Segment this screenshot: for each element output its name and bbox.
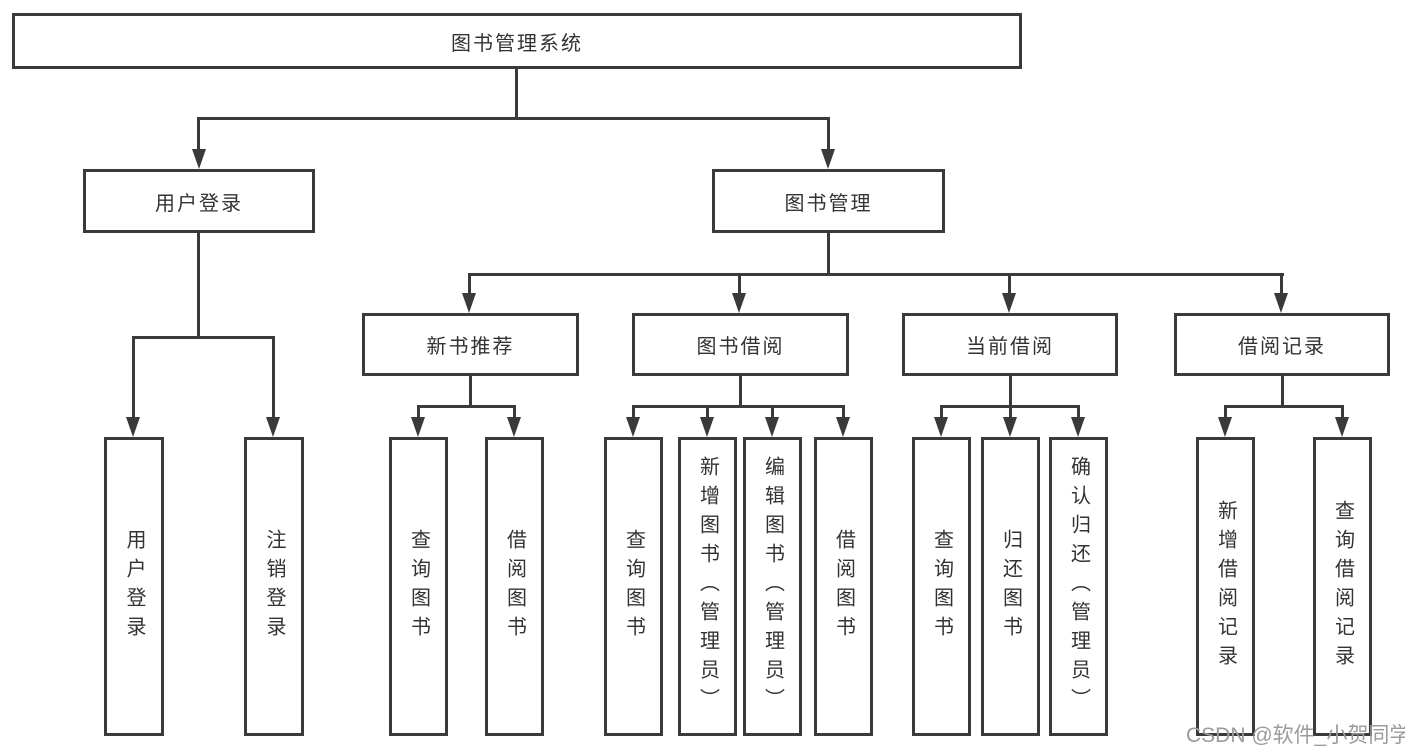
connector-line	[1341, 405, 1344, 417]
connector-line	[1077, 405, 1080, 417]
arrow-down-icon	[1274, 293, 1288, 313]
node-current-borrow-label: 当前借阅	[966, 336, 1054, 358]
connector-line	[468, 273, 1284, 276]
leaf-query-books-current-label: 查询图书	[930, 528, 953, 645]
connector-line	[632, 405, 845, 408]
leaf-confirm-return-admin: 确认归还（管理员）	[1049, 437, 1108, 736]
arrow-down-icon	[732, 293, 746, 313]
connector-line	[417, 405, 420, 417]
leaf-edit-book-admin: 编辑图书（管理员）	[743, 437, 802, 736]
leaf-query-borrow-record: 查询借阅记录	[1313, 437, 1372, 736]
leaf-return-books-label: 归还图书	[999, 528, 1022, 645]
connector-line	[706, 405, 709, 417]
arrow-down-icon	[266, 417, 280, 437]
connector-line	[469, 376, 472, 405]
connector-line	[468, 273, 471, 293]
connector-line	[1224, 405, 1227, 417]
arrow-down-icon	[626, 417, 640, 437]
connector-line	[197, 233, 200, 336]
connector-line	[739, 376, 742, 405]
leaf-user-login: 用户登录	[104, 437, 164, 736]
connector-line	[417, 405, 516, 408]
arrow-down-icon	[1218, 417, 1232, 437]
leaf-borrow-books-borrow-label: 借阅图书	[832, 528, 855, 645]
leaf-query-books-current: 查询图书	[912, 437, 971, 736]
arrow-down-icon	[1002, 293, 1016, 313]
leaf-add-book-admin: 新增图书（管理员）	[678, 437, 737, 736]
node-new-book-recommend: 新书推荐	[362, 313, 579, 376]
connector-line	[842, 405, 845, 417]
arrow-down-icon	[411, 417, 425, 437]
leaf-confirm-return-admin-label: 确认归还（管理员）	[1067, 456, 1090, 717]
node-root-label: 图书管理系统	[451, 32, 583, 55]
leaf-borrow-books-recommend-label: 借阅图书	[503, 528, 526, 645]
arrow-down-icon	[700, 417, 714, 437]
connector-line	[1280, 273, 1283, 293]
leaf-return-books: 归还图书	[981, 437, 1040, 736]
leaf-add-borrow-record: 新增借阅记录	[1196, 437, 1255, 736]
node-root: 图书管理系统	[12, 13, 1022, 69]
node-book-borrow-label: 图书借阅	[696, 336, 785, 358]
leaf-borrow-books-recommend: 借阅图书	[485, 437, 544, 736]
arrow-down-icon	[934, 417, 948, 437]
connector-line	[197, 117, 200, 149]
leaf-add-book-admin-label: 新增图书（管理员）	[696, 456, 719, 717]
node-borrow-records-label: 借阅记录	[1238, 336, 1326, 358]
arrow-down-icon	[462, 293, 476, 313]
arrow-down-icon	[507, 417, 521, 437]
connector-line	[515, 68, 518, 117]
connector-line	[771, 405, 774, 417]
arrow-down-icon	[1335, 417, 1349, 437]
connector-line	[632, 405, 635, 417]
arrow-down-icon	[1003, 417, 1017, 437]
leaf-add-borrow-record-label: 新增借阅记录	[1214, 499, 1237, 674]
connector-line	[1009, 376, 1012, 405]
leaf-logout-label: 注销登录	[263, 528, 285, 645]
node-book-borrow: 图书借阅	[632, 313, 849, 376]
leaf-user-login-label: 用户登录	[123, 528, 145, 645]
arrow-down-icon	[192, 149, 206, 169]
node-new-book-recommend-label: 新书推荐	[426, 336, 515, 358]
node-book-management: 图书管理	[712, 169, 945, 233]
leaf-borrow-books-borrow: 借阅图书	[814, 437, 873, 736]
connector-line	[940, 405, 943, 417]
arrow-down-icon	[836, 417, 850, 437]
leaf-query-books-borrow: 查询图书	[604, 437, 663, 736]
connector-line	[1224, 405, 1344, 408]
arrow-down-icon	[1071, 417, 1085, 437]
leaf-query-books-recommend-label: 查询图书	[407, 528, 430, 645]
connector-line	[513, 405, 516, 417]
leaf-logout: 注销登录	[244, 437, 304, 736]
connector-line	[132, 336, 135, 417]
connector-line	[1008, 273, 1011, 293]
node-user-login: 用户登录	[83, 169, 315, 233]
connector-line	[827, 233, 830, 273]
node-current-borrow: 当前借阅	[902, 313, 1118, 376]
leaf-query-books-borrow-label: 查询图书	[622, 528, 645, 645]
arrow-down-icon	[126, 417, 140, 437]
arrow-down-icon	[821, 149, 835, 169]
connector-line	[272, 336, 275, 417]
arrow-down-icon	[765, 417, 779, 437]
node-user-login-label: 用户登录	[155, 192, 243, 215]
node-borrow-records: 借阅记录	[1174, 313, 1390, 376]
connector-line	[1281, 376, 1284, 405]
node-book-management-label: 图书管理	[784, 192, 873, 215]
connector-line	[197, 117, 830, 120]
leaf-query-books-recommend: 查询图书	[389, 437, 448, 736]
connector-line	[827, 117, 830, 149]
connector-line	[738, 273, 741, 293]
connector-line	[132, 336, 275, 339]
leaf-query-borrow-record-label: 查询借阅记录	[1331, 499, 1354, 674]
connector-line	[1009, 405, 1012, 417]
watermark: CSDN @软件_小贺同学	[1186, 724, 1405, 747]
leaf-edit-book-admin-label: 编辑图书（管理员）	[761, 456, 784, 717]
